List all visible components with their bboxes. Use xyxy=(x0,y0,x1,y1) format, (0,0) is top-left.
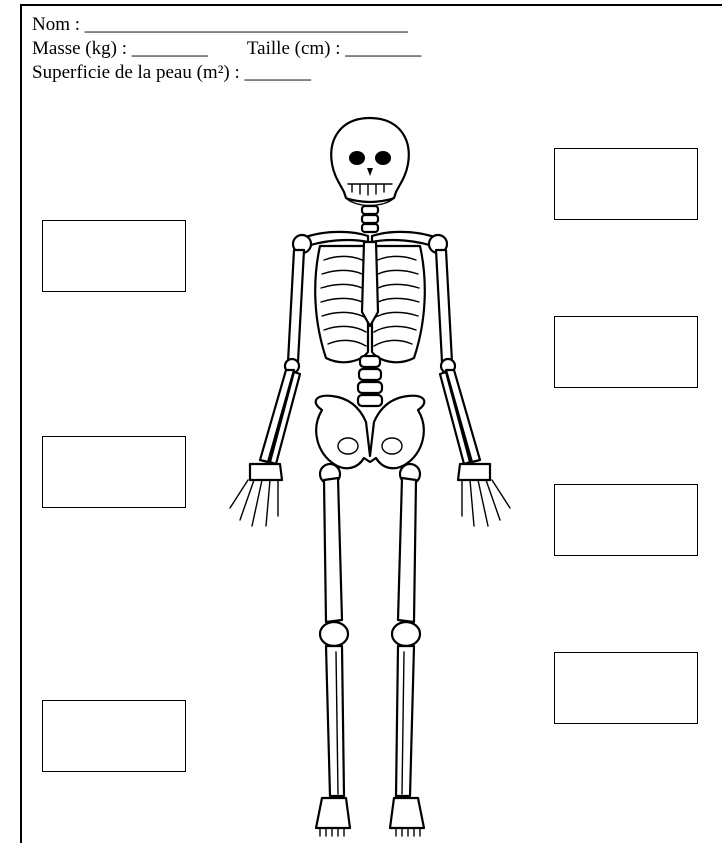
left-arm xyxy=(230,235,311,526)
cervical-spine xyxy=(362,206,378,232)
label-box-right-2[interactable] xyxy=(554,316,698,388)
name-field[interactable]: __________________________________ xyxy=(85,14,408,35)
right-arm xyxy=(429,235,510,526)
label-box-left-1[interactable] xyxy=(42,220,186,292)
mass-height-line: Masse (kg) : ________ Taille (cm) : ____… xyxy=(32,38,421,60)
mass-label: Masse (kg) : xyxy=(32,38,127,59)
frame-left-border xyxy=(20,4,22,843)
skin-area-line: Superficie de la peau (m²) : _______ xyxy=(32,62,311,84)
ribcage xyxy=(315,242,425,362)
left-leg xyxy=(316,464,350,836)
name-line: Nom : __________________________________ xyxy=(32,14,408,36)
right-leg xyxy=(390,464,424,836)
skin-area-field[interactable]: _______ xyxy=(245,62,312,83)
mass-field[interactable]: ________ xyxy=(132,38,208,59)
label-box-left-2[interactable] xyxy=(42,436,186,508)
label-box-right-1[interactable] xyxy=(554,148,698,220)
human-skeleton-icon xyxy=(210,112,530,837)
lumbar-spine xyxy=(358,356,382,406)
skin-area-label: Superficie de la peau (m²) : xyxy=(32,62,240,83)
label-box-right-3[interactable] xyxy=(554,484,698,556)
skull xyxy=(331,118,408,206)
name-label: Nom : xyxy=(32,14,80,35)
height-label: Taille (cm) : xyxy=(247,38,341,59)
frame-top-border xyxy=(20,4,722,6)
label-box-left-3[interactable] xyxy=(42,700,186,772)
label-box-right-4[interactable] xyxy=(554,652,698,724)
height-field[interactable]: ________ xyxy=(345,38,421,59)
